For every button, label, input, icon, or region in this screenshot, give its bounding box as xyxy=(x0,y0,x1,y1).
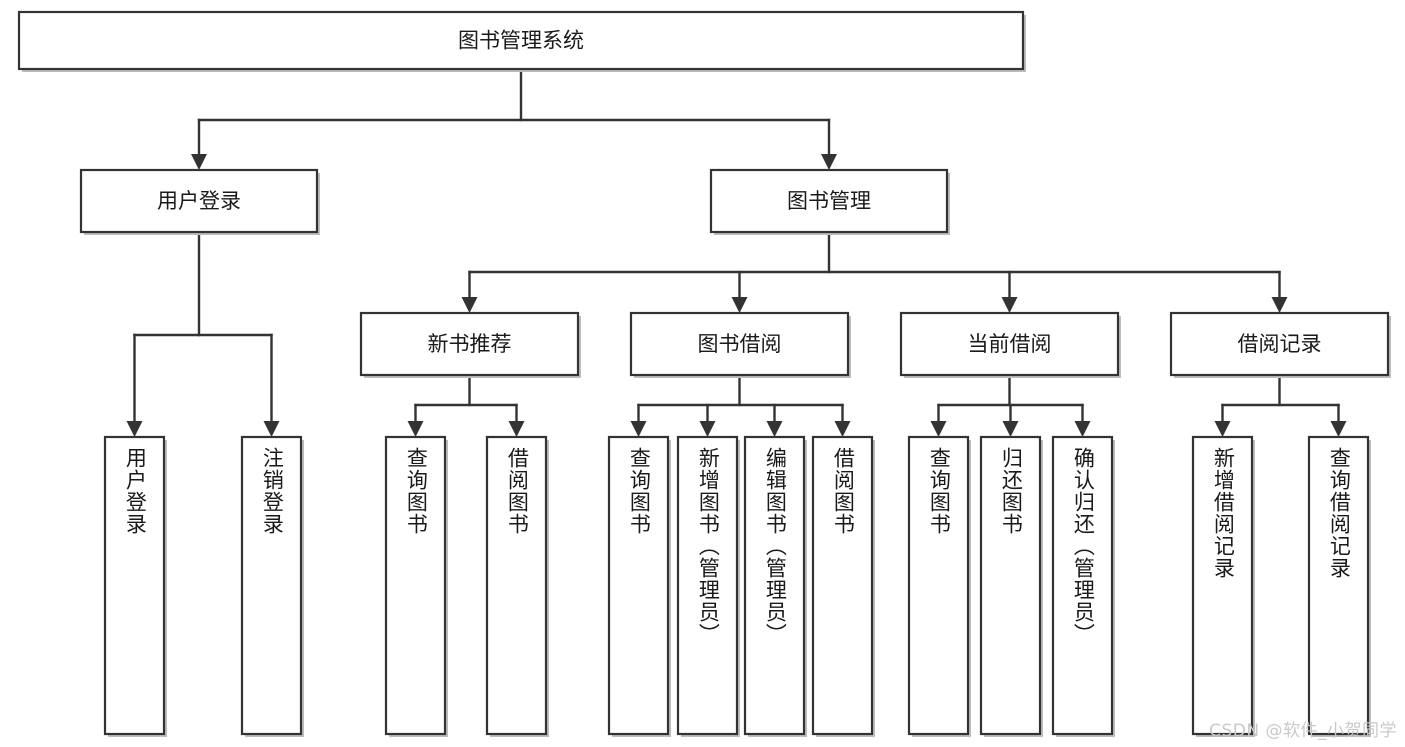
node-user-login xyxy=(79,168,320,235)
node-label: 新书推荐 xyxy=(428,332,512,356)
node-leaf-query-book-current xyxy=(907,435,971,737)
node-leaf-add-book xyxy=(676,435,740,737)
node-leaf-edit-book xyxy=(743,435,807,737)
node-leaf-return-book xyxy=(979,435,1043,737)
node-leaf-borrow-book-recommend xyxy=(485,435,549,737)
node-borrow-record xyxy=(1169,311,1391,378)
node-label: 当前借阅 xyxy=(968,332,1052,356)
node-book-borrow xyxy=(629,311,851,378)
node-label: 图书管理系统 xyxy=(458,29,584,53)
node-leaf-borrow-book xyxy=(811,435,875,737)
node-leaf-query-borrow-record xyxy=(1307,435,1371,737)
node-leaf-add-borrow-record xyxy=(1191,435,1255,737)
node-leaf-user-login xyxy=(103,435,167,737)
node-label: 用户登录 xyxy=(157,189,241,213)
node-label: 借阅记录 xyxy=(1238,332,1322,356)
node-label: 图书借阅 xyxy=(698,332,782,356)
node-current-borrow xyxy=(899,311,1121,378)
node-book-management xyxy=(709,168,950,235)
node-root-book-management-system xyxy=(17,10,1026,72)
node-leaf-query-book-borrow xyxy=(607,435,671,737)
node-label: 图书管理 xyxy=(787,189,871,213)
node-new-book-recommend xyxy=(359,311,581,378)
node-leaf-query-book-recommend xyxy=(384,435,448,737)
node-leaf-confirm-return xyxy=(1051,435,1115,737)
csdn-watermark: CSDN @软件_小贺同学 xyxy=(1209,721,1397,741)
node-leaf-logout-login xyxy=(240,435,304,737)
